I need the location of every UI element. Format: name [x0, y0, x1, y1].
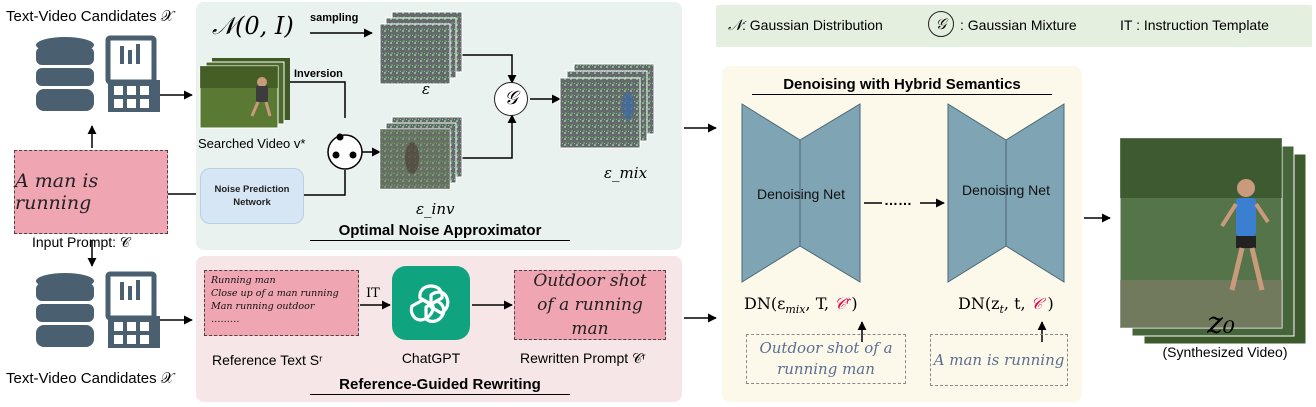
text-video-candidates-top-label: Text-Video Candidates 𝒳 [6, 8, 174, 25]
synthesized-video-label: (Synthesized Video) [1162, 344, 1288, 360]
gaussian-mixture-node: 𝒢 [494, 82, 528, 116]
database-icon-top [36, 35, 160, 112]
epsilon-inv-label: ε_inv [416, 200, 455, 218]
ellipsis-dots: …… [884, 192, 912, 208]
gaussian-distribution-label: : Gaussian Distribution [742, 17, 883, 33]
dn2-middle: , t, [1003, 294, 1031, 313]
gaussian-mixture-icon: 𝒢 [928, 11, 954, 37]
epsilon-mix-label: ε_mix [604, 164, 648, 182]
legend [716, 5, 1312, 47]
output-symbol: z₀ [1207, 306, 1235, 341]
denoising-title: Denoising with Hybrid Semantics [752, 76, 1052, 95]
dn1-suffix: ) [851, 294, 858, 313]
denoising-net-1 [741, 103, 861, 283]
dn2-condition: 𝒞 [1030, 294, 1043, 313]
reference-line: Man running outdoor [211, 301, 315, 312]
text-video-candidates-bottom-label: Text-Video Candidates 𝒳 [6, 370, 174, 387]
rewritten-prompt-label: Rewritten Prompt 𝒞ʳ [520, 350, 646, 366]
denoise-prompt-rewritten: Outdoor shot of a running man [746, 334, 906, 384]
chatgpt-label: ChatGPT [401, 350, 461, 366]
reference-line: Running man [211, 275, 276, 286]
gaussian-mixture-label: : Gaussian Mixture [960, 17, 1077, 33]
reference-text-box: Running man Close up of a man running Ma… [204, 270, 359, 336]
dn2-prefix: DN(z [958, 294, 1000, 313]
sampling-label: sampling [310, 12, 359, 24]
denoising-net-2 [947, 103, 1065, 283]
normal-distribution-label: 𝒩(0, I) [212, 12, 294, 40]
noise-prediction-network-box: Noise Prediction Network [200, 168, 304, 224]
denoise-prompt-original: A man is running [930, 334, 1068, 386]
gaussian-symbol: 𝒩 [728, 16, 743, 34]
dn1-condition: 𝒞ʳ [834, 294, 852, 313]
input-prompt-label: Input Prompt: 𝒞 [32, 234, 131, 250]
dn1-subscript: mix [785, 303, 806, 317]
optimal-noise-approximator-title: Optimal Noise Approximator [310, 222, 570, 241]
inversion-label: Inversion [294, 68, 343, 80]
dn2-subscript: t [999, 303, 1004, 317]
reference-line: ……… [211, 314, 240, 325]
reference-guided-rewriting-title: Reference-Guided Rewriting [310, 376, 570, 395]
reference-line: Close up of a man running [211, 288, 339, 299]
dn1-prefix: DN(ε [744, 294, 786, 313]
denoising-net-1-label: Denoising Net [757, 186, 845, 202]
database-icon-bottom [36, 271, 160, 348]
denoising-net-2-label: Denoising Net [962, 182, 1050, 198]
instruction-template-tag: IT [366, 286, 380, 301]
dn-formula-1: DN(εmix, T, 𝒞ʳ) [744, 294, 858, 316]
reference-text-label: Reference Text Sʳ [212, 352, 323, 368]
dn-formula-2: DN(zt, t, 𝒞 ) [958, 294, 1054, 316]
dn2-suffix: ) [1042, 294, 1054, 313]
instruction-template-label: IT : Instruction Template [1120, 17, 1269, 33]
epsilon-label: ε [422, 80, 431, 98]
rewritten-prompt-box: Outdoor shot of a running man [514, 270, 666, 340]
chatgpt-icon [392, 266, 470, 340]
epsilon-noise-image [379, 23, 451, 85]
dn1-middle: , T, [805, 294, 835, 313]
input-prompt-box: A man is running [14, 150, 168, 234]
searched-video-label: Searched Video v* [198, 136, 306, 151]
